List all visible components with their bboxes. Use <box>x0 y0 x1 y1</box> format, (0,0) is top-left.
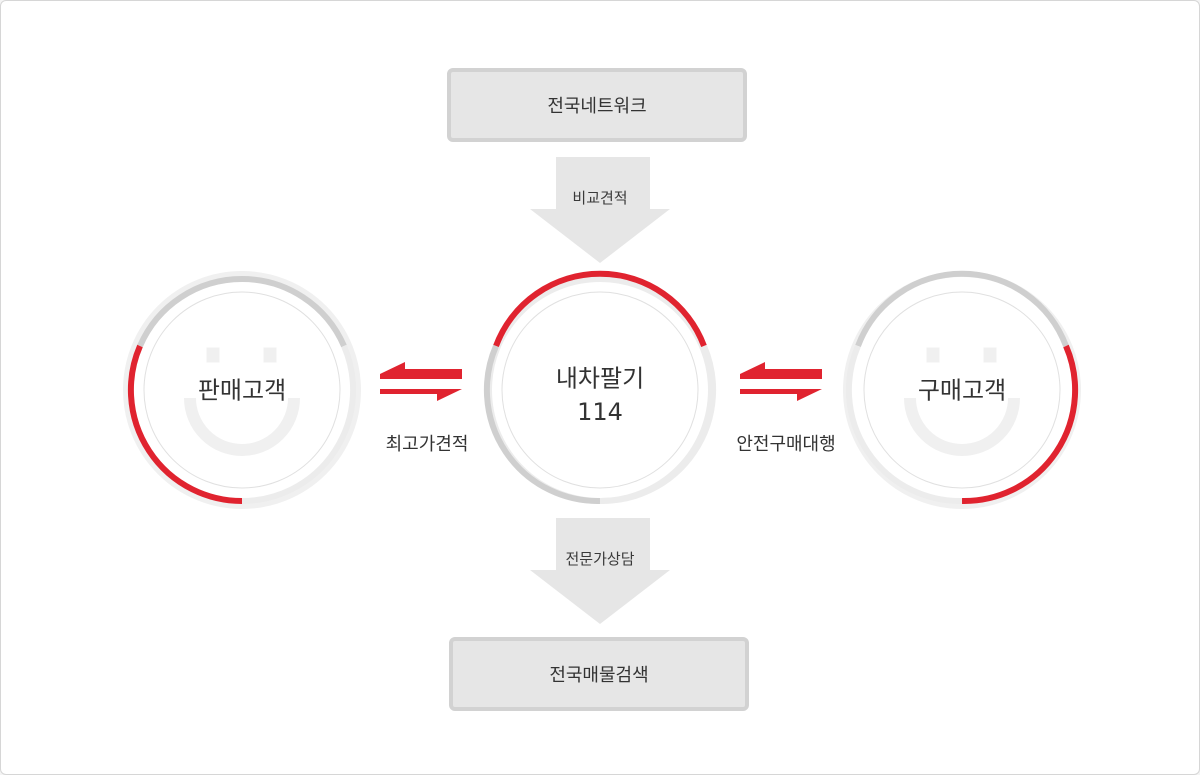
smile-icon <box>184 347 300 456</box>
left-arrow-icon <box>740 362 822 379</box>
left-circle-gray-arc <box>241 275 347 348</box>
center-circle-title: 내차팔기 <box>555 364 645 393</box>
top-box-national-network: 전국네트워크 <box>447 68 747 142</box>
bottom-box-national-listing-search: 전국매물검색 <box>449 637 749 711</box>
top-arrow-label: 비교견적 <box>572 189 628 207</box>
top-box-label: 전국네트워크 <box>547 96 647 117</box>
bottom-box-label: 전국매물검색 <box>549 665 649 686</box>
exchange-arrows-right <box>740 362 822 401</box>
right-circle-gray-arc <box>855 270 1069 348</box>
right-arrow-icon <box>740 389 822 401</box>
right-circle-light-arc <box>845 344 963 505</box>
right-circle-red-arc <box>961 344 1079 505</box>
right-arrow-icon <box>380 389 462 401</box>
center-circle-red-arc <box>493 270 707 348</box>
center-circle-gray-arc <box>483 344 601 505</box>
left-arrow-icon <box>380 362 462 379</box>
exchange-arrows-left <box>380 362 462 401</box>
left-circle-gray-arc-2 <box>137 275 243 348</box>
down-arrow-bottom <box>530 518 670 624</box>
left-exchange-label: 최고가견적 <box>385 434 469 455</box>
center-circle-light-arc <box>599 344 717 505</box>
smile-icon <box>904 347 1020 456</box>
right-circle <box>843 270 1081 509</box>
left-circle <box>123 271 361 509</box>
center-circle <box>483 270 717 505</box>
left-circle-label: 판매고객 <box>197 376 287 405</box>
left-circle-red-arc <box>127 344 243 504</box>
center-circle-subtitle: 114 <box>577 398 623 426</box>
bottom-arrow-label: 전문가상담 <box>565 550 635 568</box>
left-circle-light-arc <box>241 344 357 504</box>
right-exchange-label: 안전구매대행 <box>736 434 836 455</box>
right-circle-label: 구매고객 <box>917 376 1007 405</box>
down-arrow-top <box>530 157 670 263</box>
